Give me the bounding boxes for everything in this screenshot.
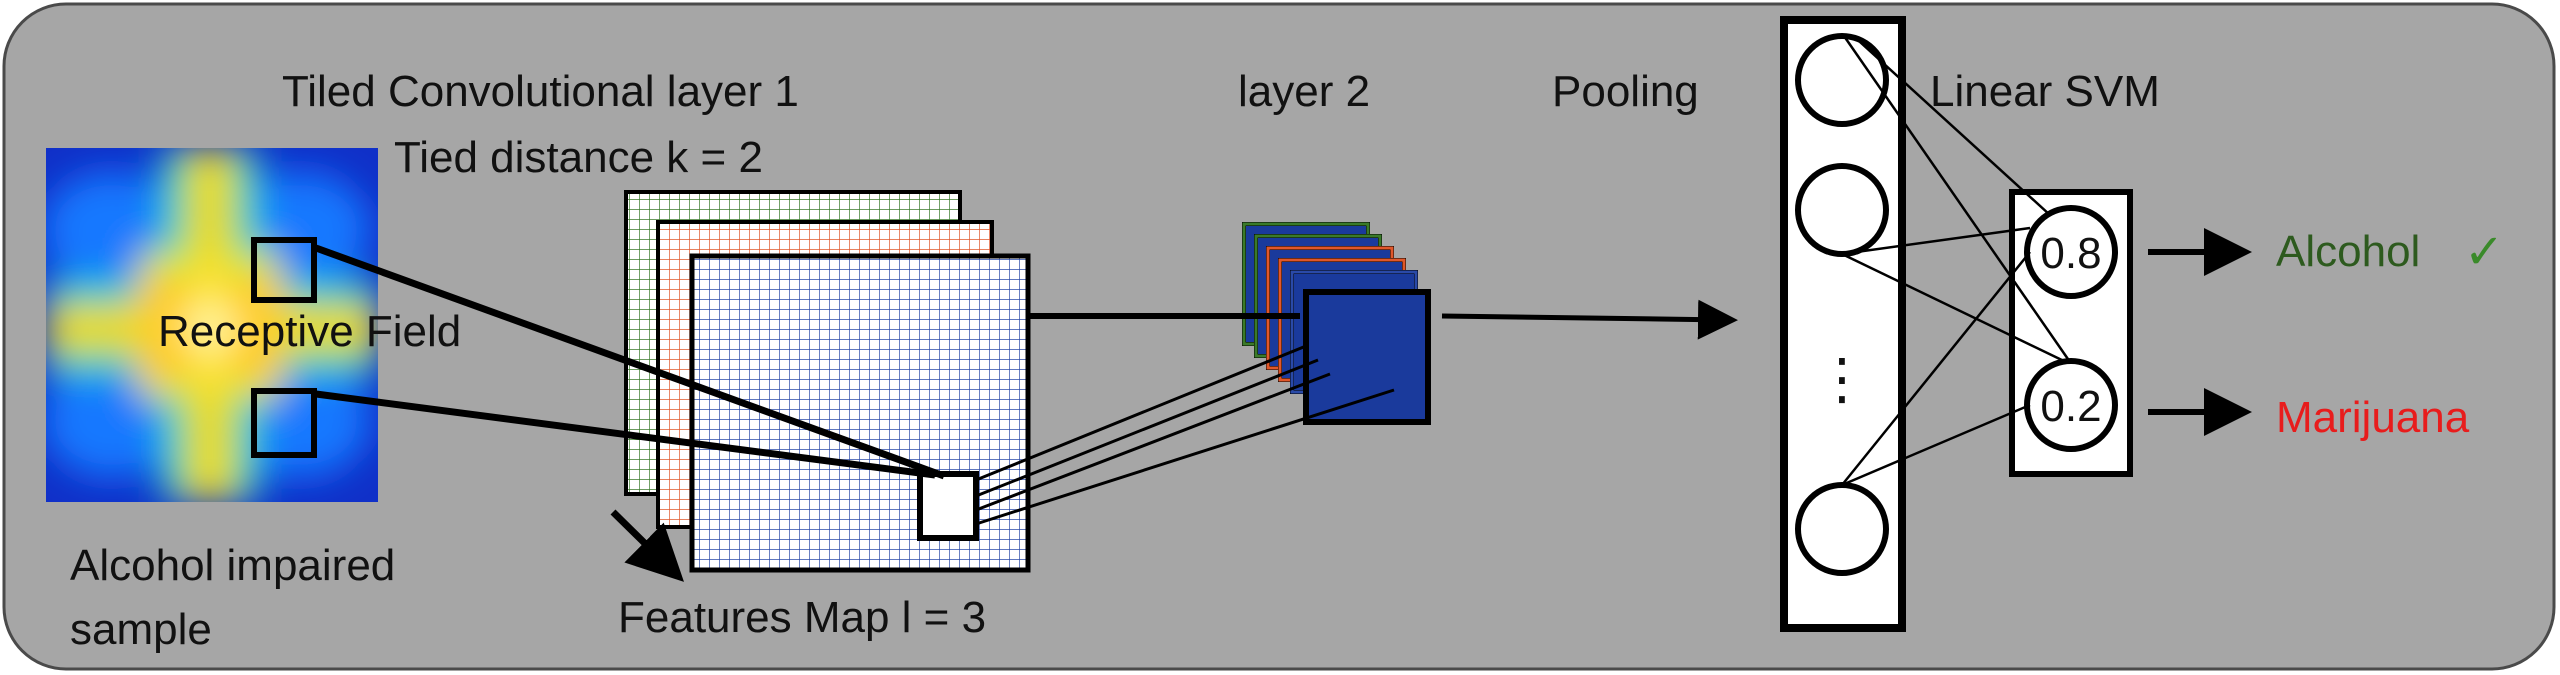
layer2-to-pooling-arrow: [1441, 299, 1738, 340]
svm-node-top: [2024, 205, 2118, 299]
sample-label-line2: sample: [70, 605, 212, 654]
feature-unit-box: [917, 471, 979, 541]
layer2-label: layer 2: [1238, 67, 1370, 116]
sample-label-line1: Alcohol impaired: [70, 541, 395, 590]
features-map-label: Features Map l = 3: [618, 593, 986, 642]
checkmark-icon: ✓: [2464, 226, 2504, 279]
layer2-square-front: [1303, 289, 1431, 425]
features-map-arrow: [610, 509, 684, 582]
svm-score-top: 0.8: [2040, 229, 2101, 278]
linear-svm-label: Linear SVM: [1930, 67, 2160, 116]
receptive-field-label: Receptive Field: [158, 307, 461, 356]
connector-top-field: [314, 244, 946, 480]
class-marijuana-label: Marijuana: [2276, 393, 2470, 442]
receptive-field-box-top: [251, 237, 317, 303]
class-alcohol-label: Alcohol: [2276, 227, 2420, 276]
pooling-node-3: [1795, 482, 1889, 576]
tied-distance-label: Tied distance k = 2: [394, 133, 763, 182]
pooling-node-2: [1795, 163, 1889, 257]
pooling-label: Pooling: [1552, 67, 1699, 116]
fan-lines-unit-to-layer2: [975, 344, 1395, 526]
connector-bottom-field: [315, 390, 936, 479]
pooling-node-1: [1795, 33, 1889, 127]
svm-connections: [1841, 35, 2072, 487]
pooling-ellipsis: ⋮: [1814, 347, 1870, 410]
tiled-conv-title: Tiled Convolutional layer 1: [282, 67, 799, 116]
svm-score-bottom: 0.2: [2040, 382, 2101, 431]
heatmap-image: [46, 148, 378, 502]
receptive-field-box-bottom: [251, 388, 317, 458]
